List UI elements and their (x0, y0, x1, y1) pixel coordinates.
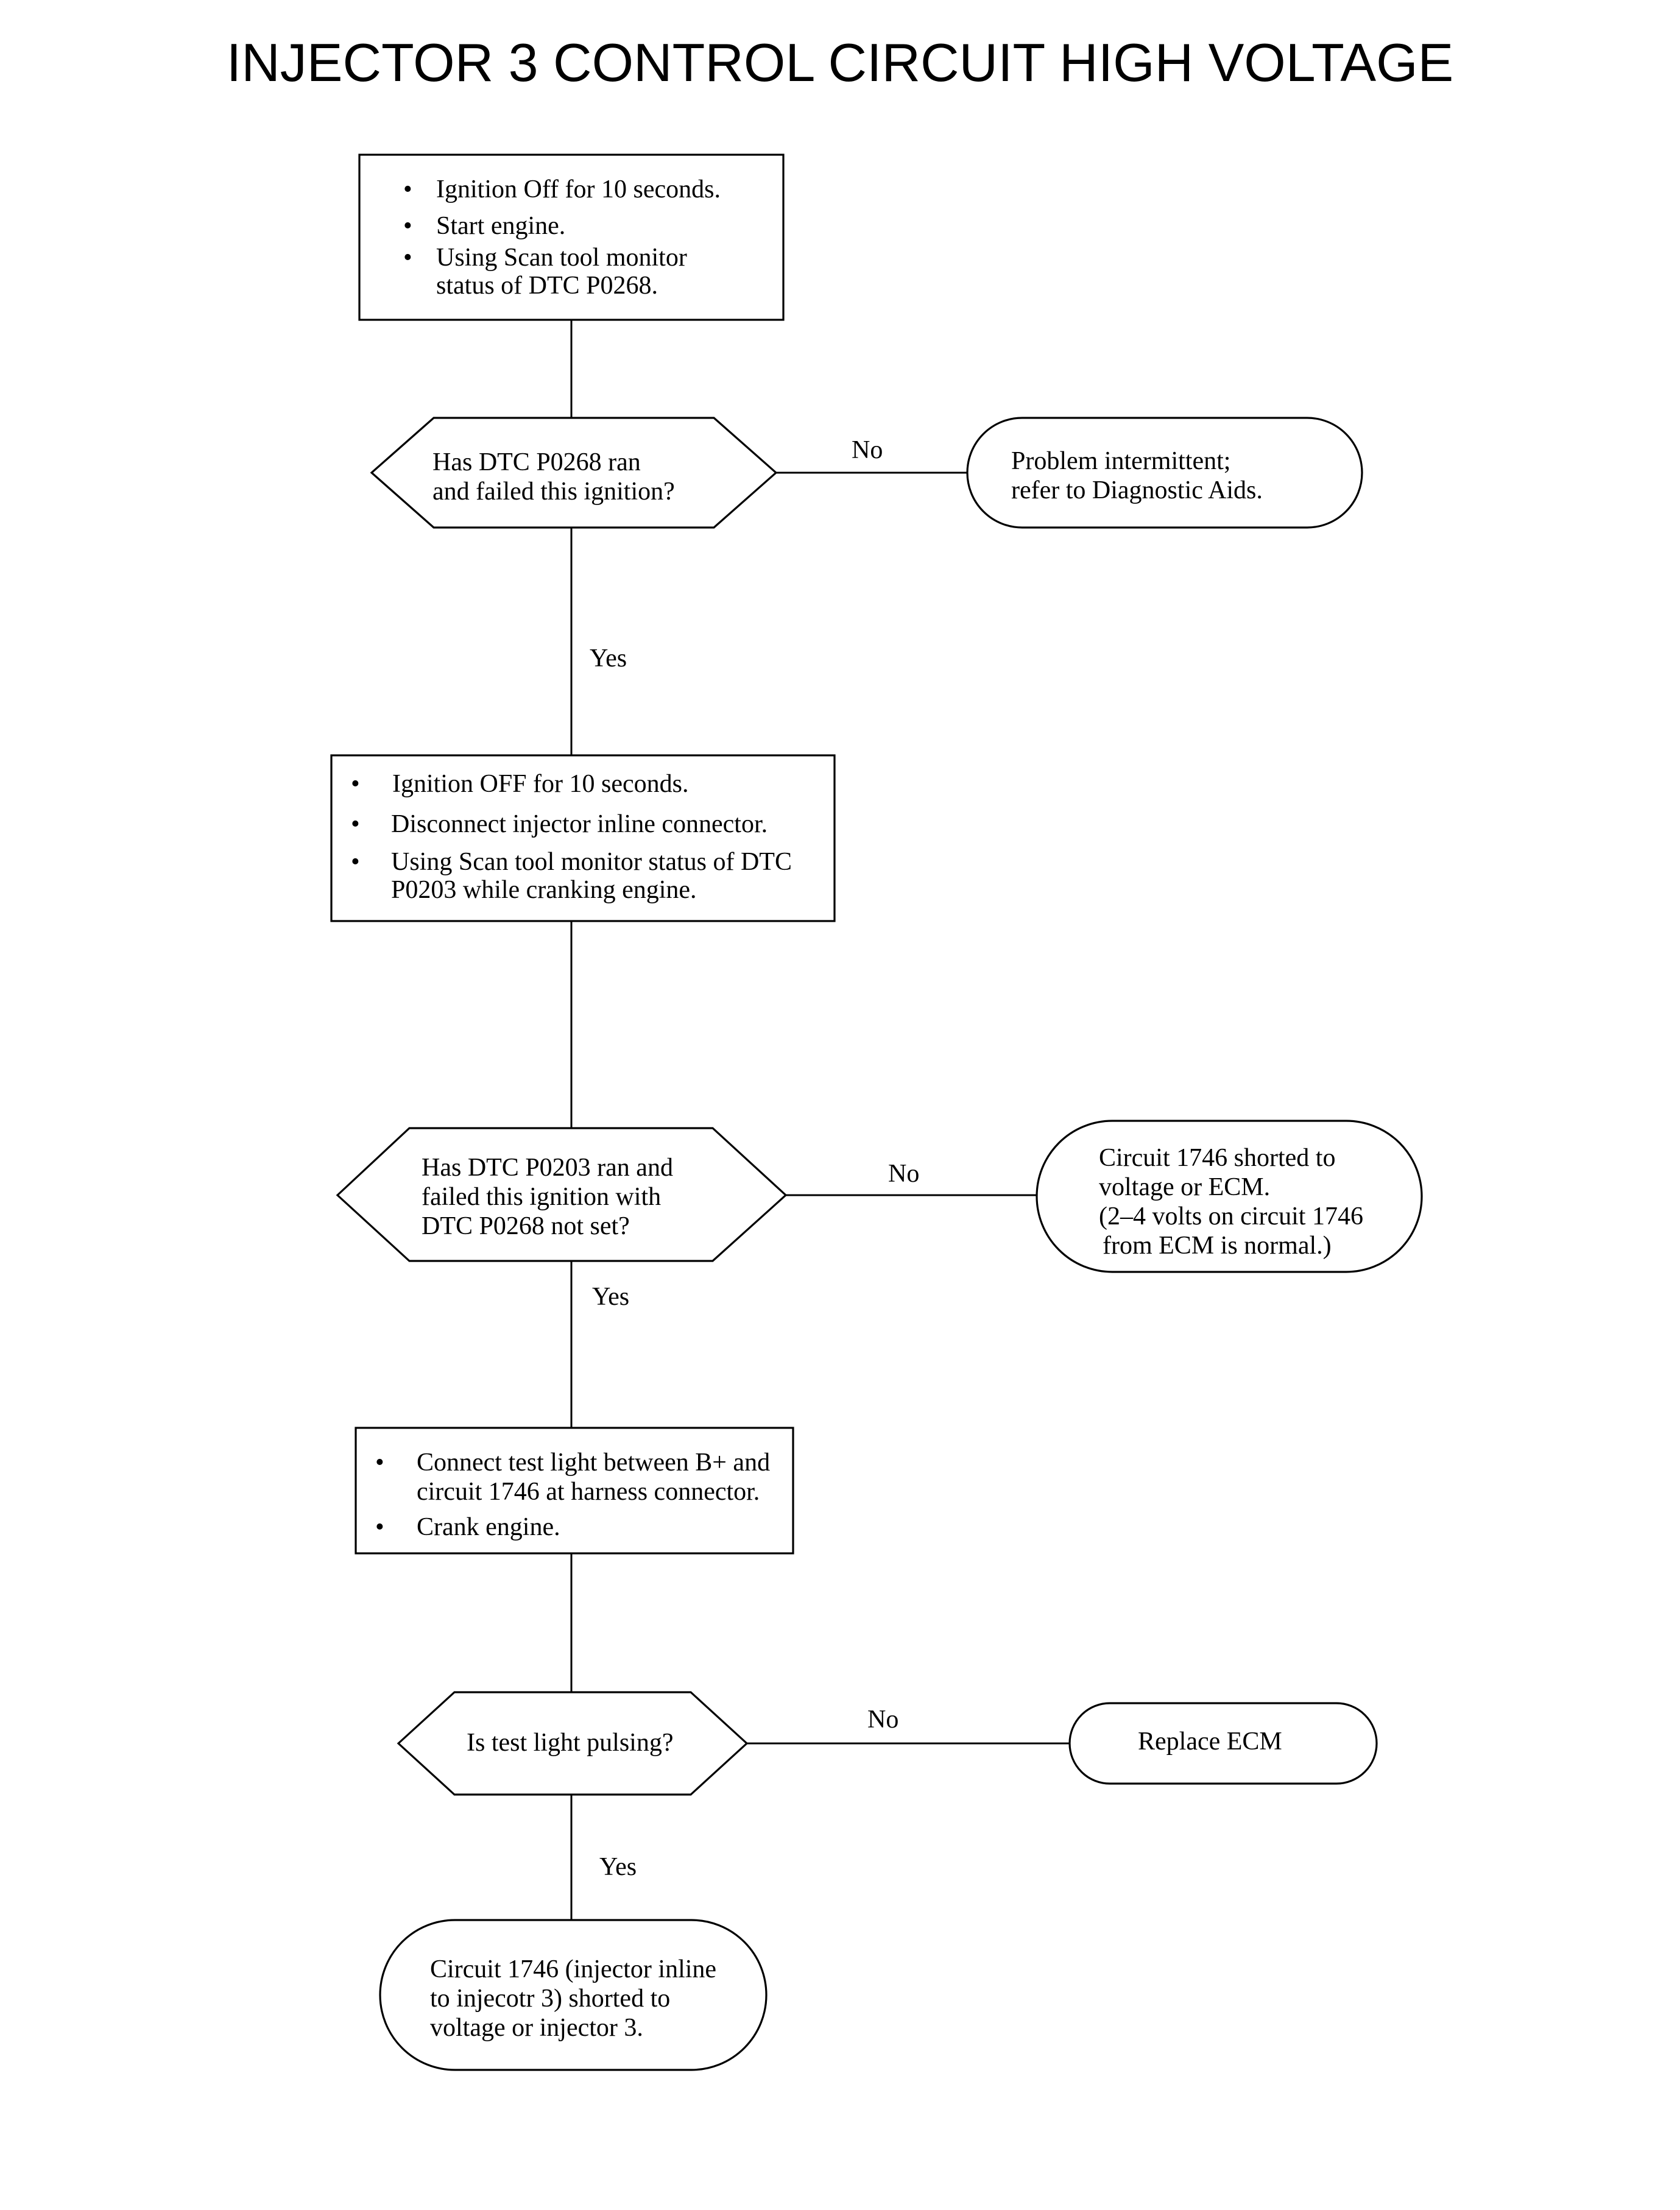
box1-line: Using Scan tool monitor (436, 244, 687, 272)
box2-line: Disconnect injector inline connector. (391, 810, 768, 838)
bullet-icon: • (375, 1449, 384, 1477)
bullet-icon: • (403, 212, 412, 240)
end1-line: Problem intermittent; (1011, 447, 1230, 475)
box3-line: Connect test light between B+ and (417, 1449, 770, 1477)
decision-2: Has DTC P0203 ran and failed this igniti… (336, 1127, 788, 1262)
bullet-icon: • (351, 770, 360, 798)
end4-line: voltage or injector 3. (430, 2014, 643, 2042)
decision-3: Is test light pulsing? (397, 1691, 749, 1796)
bullet-icon: • (375, 1513, 384, 1541)
terminal-3: Replace ECM (1068, 1702, 1378, 1785)
decision3-line: Is test light pulsing? (467, 1729, 674, 1757)
page-title: INJECTOR 3 CONTROL CIRCUIT HIGH VOLTAGE (226, 32, 1454, 93)
terminal-2: Circuit 1746 shorted to voltage or ECM. … (1036, 1120, 1423, 1273)
decision1-line: and failed this ignition? (432, 478, 675, 506)
bullet-icon: • (403, 244, 412, 272)
end2-line: from ECM is normal.) (1103, 1232, 1332, 1260)
decision2-line: DTC P0268 not set? (422, 1212, 630, 1240)
decision3-no-label: No (867, 1706, 898, 1734)
connectors (570, 320, 1070, 1920)
process-box-2: • Ignition OFF for 10 seconds. • Disconn… (330, 754, 836, 922)
decision2-yes-label: Yes (592, 1283, 629, 1311)
decision1-yes-label: Yes (590, 644, 627, 673)
decision2-no-label: No (888, 1160, 919, 1188)
bullet-icon: • (351, 848, 360, 876)
decision-1: Has DTC P0268 ran and failed this igniti… (370, 417, 778, 529)
process-box-3: • Connect test light between B+ and circ… (355, 1427, 794, 1555)
terminal-4: Circuit 1746 (injector inline to injecot… (379, 1919, 768, 2071)
bullet-icon: • (403, 175, 412, 203)
terminal-1: Problem intermittent; refer to Diagnosti… (966, 417, 1363, 529)
box2-line: Ignition OFF for 10 seconds. (392, 770, 689, 798)
end4-line: Circuit 1746 (injector inline (430, 1955, 716, 1983)
box1-line: status of DTC P0268. (436, 272, 658, 300)
box1-line: Start engine. (436, 212, 565, 240)
decision1-no-label: No (852, 436, 883, 464)
box2-line: P0203 while cranking engine. (391, 876, 697, 904)
decision1-line: Has DTC P0268 ran (432, 448, 641, 476)
end1-line: refer to Diagnostic Aids. (1011, 476, 1263, 504)
end4-line: to injecotr 3) shorted to (430, 1985, 670, 2013)
decision2-line: failed this ignition with (422, 1183, 661, 1211)
decision2-line: Has DTC P0203 ran and (422, 1154, 673, 1182)
end2-line: voltage or ECM. (1099, 1173, 1270, 1201)
end3-line: Replace ECM (1138, 1728, 1282, 1756)
box3-line: Crank engine. (417, 1513, 560, 1541)
box3-line: circuit 1746 at harness connector. (417, 1478, 760, 1506)
end2-line: Circuit 1746 shorted to (1099, 1144, 1335, 1172)
process-box-1: • Ignition Off for 10 seconds. • Start e… (358, 154, 785, 321)
bullet-icon: • (351, 810, 360, 838)
decision3-yes-label: Yes (599, 1853, 637, 1881)
box2-line: Using Scan tool monitor status of DTC (391, 848, 792, 876)
end2-line: (2–4 volts on circuit 1746 (1099, 1202, 1363, 1230)
box1-line: Ignition Off for 10 seconds. (436, 175, 721, 203)
